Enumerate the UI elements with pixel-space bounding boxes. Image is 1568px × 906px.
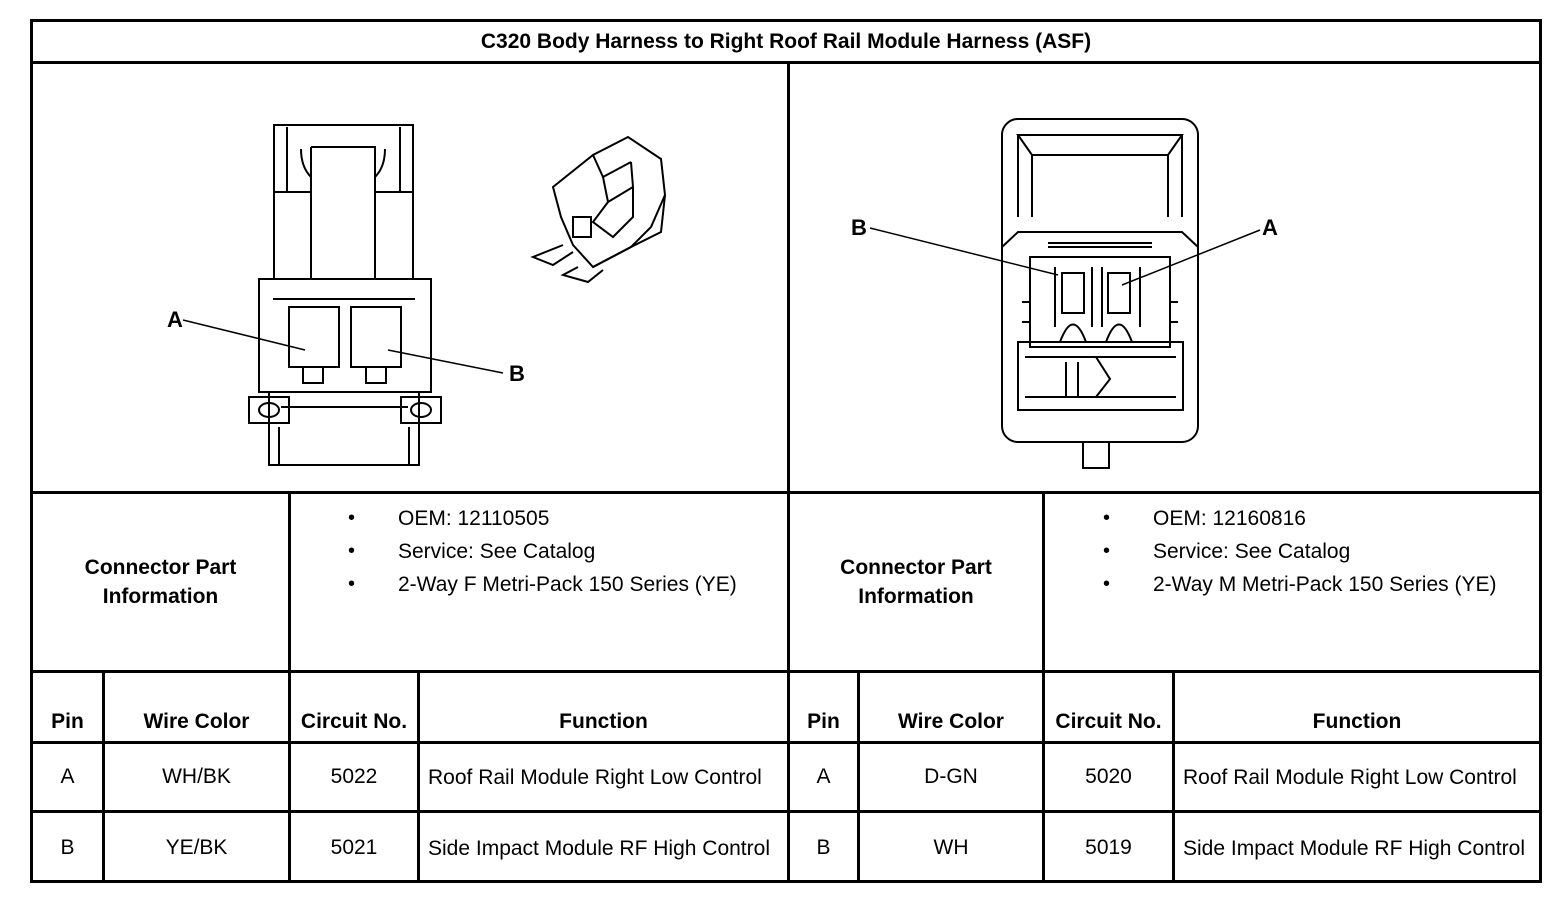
cell-wire-color: WH/BK (162, 765, 231, 788)
col-line (1042, 670, 1045, 883)
fig-label-a: A (167, 307, 183, 332)
cpi-col-divider-left (288, 491, 291, 670)
col-line (857, 670, 860, 883)
cpi-item: OEM: 12160816 (1103, 504, 1533, 533)
col-line (288, 670, 291, 883)
header-wire-color: Wire Color (143, 710, 250, 733)
connector-sheet: C320 Body Harness to Right Roof Rail Mod… (30, 19, 1542, 883)
cpi-list-right: OEM: 12160816 Service: See Catalog 2-Way… (1103, 504, 1533, 603)
cell-function: Roof Rail Module Right Low Control (1183, 765, 1517, 789)
header-pin: Pin (807, 710, 840, 733)
cell-pin: A (60, 765, 75, 788)
header-function: Function (1312, 710, 1402, 733)
fig-label-a: A (1262, 215, 1278, 240)
figure-divider (33, 491, 1539, 494)
cell-circuit: 5019 (1085, 836, 1132, 859)
cpi-item: 2-Way M Metri-Pack 150 Series (YE) (1103, 570, 1533, 599)
cell-circuit: 5020 (1085, 765, 1132, 788)
col-line (417, 670, 420, 883)
cell-function: Roof Rail Module Right Low Control (428, 765, 762, 789)
cpi-item: Service: See Catalog (348, 537, 778, 566)
cell-pin: B (60, 836, 75, 859)
cell-function: Side Impact Module RF High Control (428, 836, 770, 860)
cpi-item: OEM: 12110505 (348, 504, 778, 533)
cpi-label-right: Connector Part Information (840, 556, 992, 608)
center-divider (787, 64, 790, 883)
male-connector-drawing: B A (851, 118, 1278, 469)
header-circuit: Circuit No. (1055, 710, 1162, 733)
fig-label-b: B (509, 361, 525, 386)
header-function: Function (559, 710, 648, 733)
col-line (102, 670, 105, 883)
cpi-label-left: Connector Part Information (84, 556, 237, 608)
cell-circuit: 5022 (330, 765, 378, 788)
cell-pin: A (816, 765, 831, 788)
header-wire-color: Wire Color (898, 710, 1004, 733)
cell-function: Side Impact Module RF High Control (1183, 836, 1525, 860)
cpi-item: Service: See Catalog (1103, 537, 1533, 566)
cell-wire-color: YE/BK (165, 836, 228, 859)
header-pin: Pin (51, 710, 84, 733)
header-circuit: Circuit No. (300, 710, 408, 733)
cpi-col-divider-right (1042, 491, 1045, 670)
cell-pin: B (816, 836, 831, 859)
cpi-divider (33, 670, 1539, 673)
female-connector-drawing: A B (167, 124, 667, 466)
header-divider (33, 741, 1539, 744)
cell-wire-color: WH (933, 836, 969, 859)
fig-label-b: B (851, 215, 867, 240)
cpi-list-left: OEM: 12110505 Service: See Catalog 2-Way… (348, 504, 778, 603)
row-divider (33, 810, 1539, 813)
cell-wire-color: D-GN (924, 765, 978, 788)
page-title: C320 Body Harness to Right Roof Rail Mod… (33, 22, 1539, 64)
cpi-item: 2-Way F Metri-Pack 150 Series (YE) (348, 570, 778, 599)
cell-circuit: 5021 (330, 836, 378, 859)
col-line (1172, 670, 1175, 883)
